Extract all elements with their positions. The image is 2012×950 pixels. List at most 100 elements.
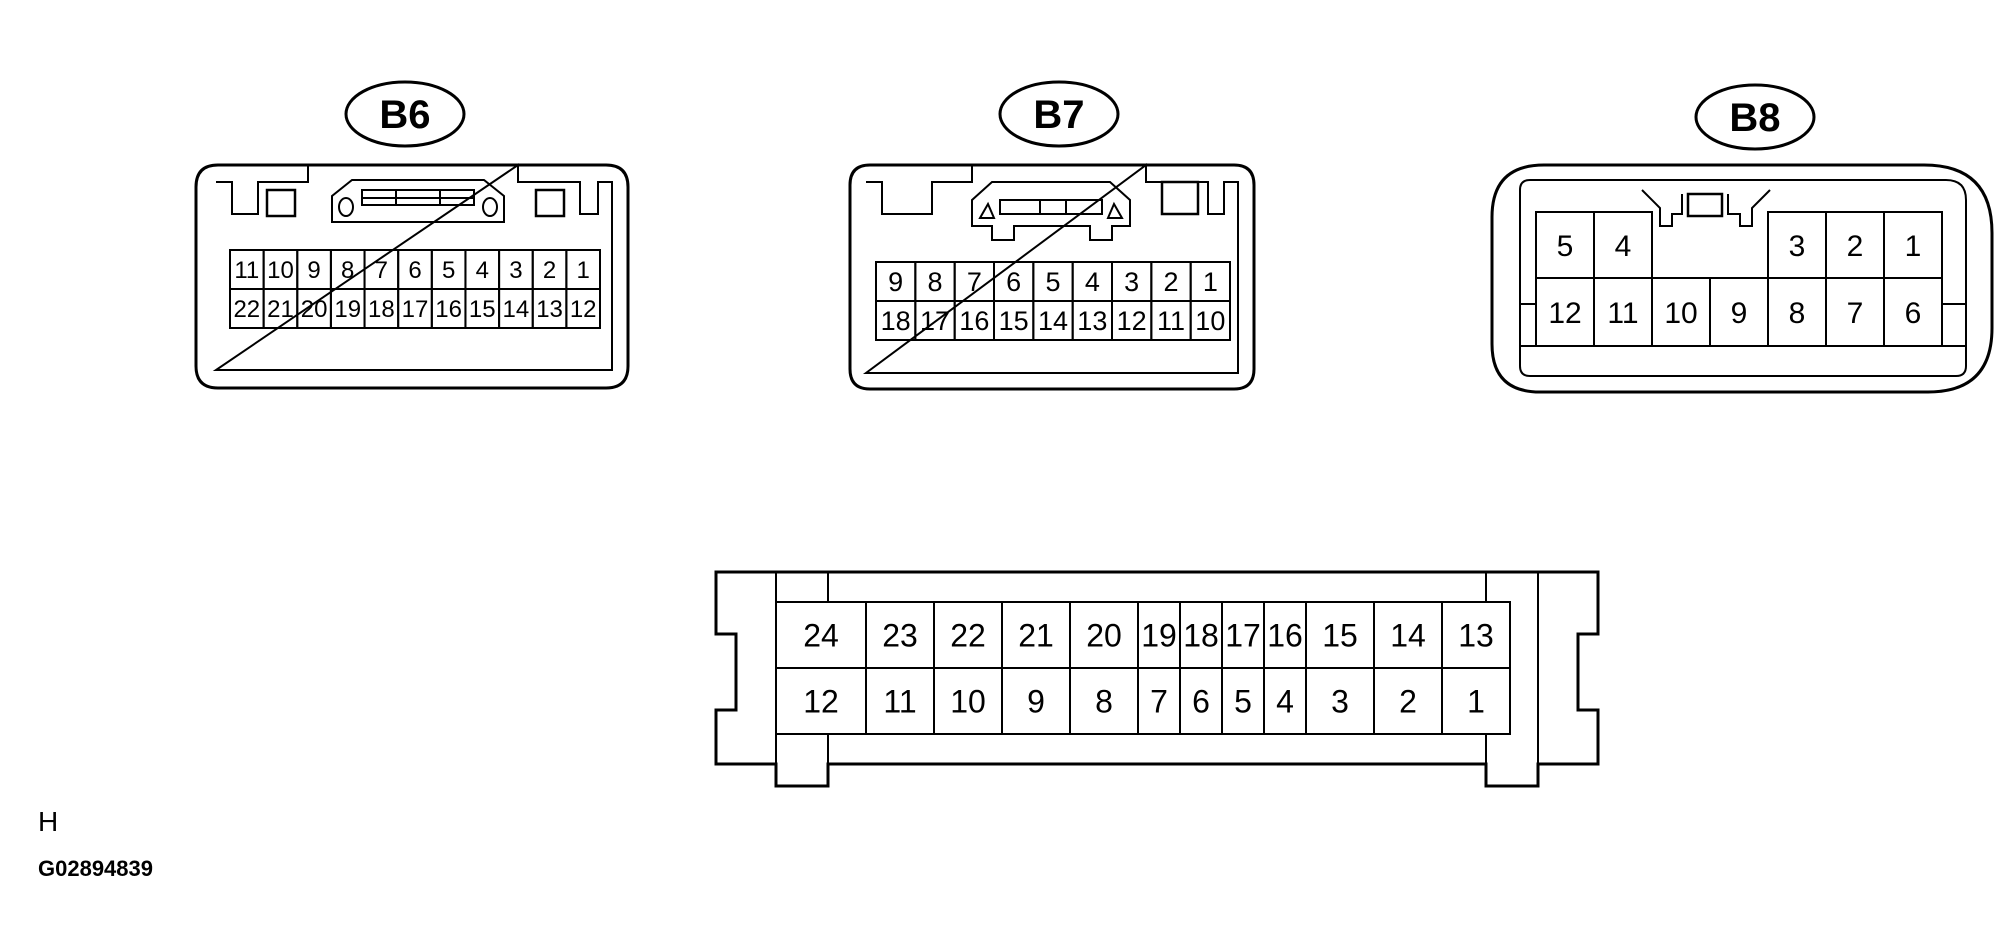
main-pin-number: 20 [1086,618,1122,654]
main-pin-number: 7 [1150,684,1168,720]
b6-pin-number: 19 [334,296,361,323]
connector-b7-label: B7 [1033,93,1084,137]
b6-pin-number: 13 [536,296,563,323]
connector-b6-label: B6 [379,93,430,137]
connector-b8-inner-frame [1519,179,1967,377]
main-pin-number: 8 [1095,684,1113,720]
main-pin-cell [1441,667,1511,735]
b8-pin-number: 3 [1789,230,1806,263]
b6-pin-number: 21 [267,296,294,323]
b6-pin-cell [565,288,602,329]
b7-pin-number: 4 [1085,267,1100,297]
b8-pin-number: 11 [1607,297,1638,330]
b7-pin-number: 6 [1006,267,1021,297]
b6-pin-number: 15 [469,296,496,323]
b8-pin-number: 2 [1847,230,1864,263]
main-pin-number: 2 [1399,684,1417,720]
main-pin-number: 10 [950,684,986,720]
b8-pin-number: 12 [1548,297,1581,330]
figure-code: G02894839 [38,856,153,881]
b7-pin-number: 9 [888,267,903,297]
connector-b8-window [1686,192,1724,218]
main-pin-number: 14 [1390,618,1426,654]
b7-pin-number: 7 [967,267,982,297]
b6-pin-number: 4 [476,257,489,284]
connector-b8-housing [1490,163,1994,394]
connector-b7-latch-clip-left [978,201,996,219]
connector-b6-latch [331,179,505,223]
connector-b7-housing [848,163,1256,391]
b6-pin-number: 9 [307,257,320,284]
b6-pin-number: 7 [375,257,388,284]
b8-key-notch [1520,303,1537,330]
b7-pin-cell [1189,300,1231,341]
b6-pin-number: 1 [577,257,590,284]
main-pin-number: 19 [1141,618,1177,654]
main-pin-number: 17 [1225,618,1261,654]
b6-pin-number: 11 [234,257,259,284]
connector-b6-window-right [534,188,566,218]
b7-pin-number: 3 [1124,267,1139,297]
main-pin-number: 6 [1192,684,1210,720]
b6-pin-number: 12 [570,296,597,323]
main-pin-number: 18 [1183,618,1219,654]
b7-pin-number: 1 [1203,267,1218,297]
b6-pin-number: 18 [368,296,395,323]
b7-pin-number: 11 [1157,306,1185,336]
b8-pin-number: 1 [1905,230,1922,263]
main-pin-number: 1 [1467,684,1485,720]
b7-pin-number: 13 [1077,306,1107,336]
b6-pin-number: 22 [233,296,260,323]
b8-pin-number: 4 [1615,230,1632,263]
b7-pin-number: 2 [1163,267,1178,297]
b7-pin-number: 8 [927,267,942,297]
main-pin-number: 4 [1276,684,1294,720]
main-pin-number: 12 [803,684,839,720]
connector-b7-latch-clip-right [1106,201,1124,219]
b8-pin-number: 8 [1789,297,1806,330]
connector-b6-latch-hole-left [338,197,354,217]
b7-pin-number: 5 [1045,267,1060,297]
connector-b7-latch [971,181,1131,241]
b7-pin-number: 10 [1195,306,1225,336]
b7-pin-number: 16 [959,306,989,336]
connector-b8-keyway [1641,189,1771,227]
b6-pin-number: 2 [543,257,556,284]
main-pin-number: 9 [1027,684,1045,720]
connector-main-housing [714,570,1600,788]
b6-pin-number: 17 [402,296,429,323]
b6-pin-number: 6 [408,257,421,284]
main-pin-number: 13 [1458,618,1494,654]
main-pin-number: 23 [882,618,918,654]
connector-b6-window-left [265,188,297,218]
b8-pin-number: 7 [1847,297,1864,330]
connector-b6-inner-frame [212,163,613,371]
main-pin-number: 16 [1267,618,1303,654]
b6-pin-number: 10 [267,257,294,284]
b6-pin-number: 20 [301,296,328,323]
b8-pin-number: 5 [1557,230,1574,263]
footer-letter: H [38,806,59,837]
b6-pin-number: 16 [435,296,462,323]
main-pin-number: 15 [1322,618,1358,654]
b7-pin-number: 14 [1038,306,1068,336]
b6-pin-number: 14 [503,296,530,323]
b8-pin-cell [1883,211,1943,279]
b7-pin-number: 17 [920,306,950,336]
connector-b8-label: B8 [1729,96,1780,140]
b8-pin-number: 6 [1905,297,1922,330]
b6-pin-number: 8 [341,257,354,284]
connector-b6-housing [194,163,630,390]
b8-pin-cell [1593,211,1653,279]
b8-pin-number: 10 [1664,297,1697,330]
b6-pin-number: 3 [509,257,522,284]
